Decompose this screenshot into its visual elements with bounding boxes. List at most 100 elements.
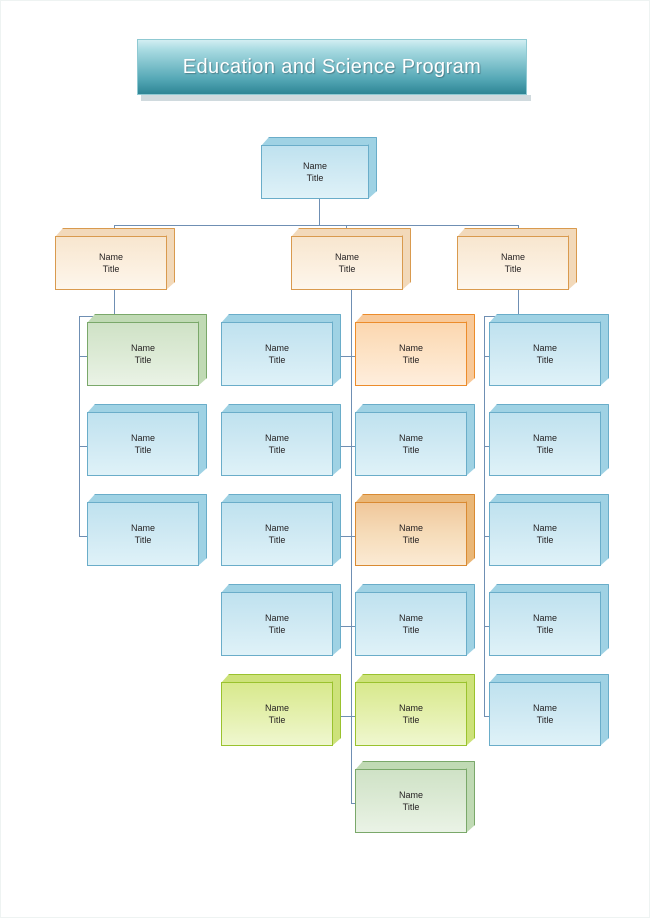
org-node-col3-row1[interactable]: Name Title [355,314,475,386]
node-name: Name [302,161,327,171]
node-front-face: Name Title [221,682,333,746]
node-label: Name Title [533,432,557,456]
node-name: Name [398,613,423,623]
org-node-col3-row2[interactable]: Name Title [355,404,475,476]
org-node-col2-row2[interactable]: Name Title [221,404,341,476]
org-node-col4-row2[interactable]: Name Title [489,404,609,476]
org-node-col1-row3[interactable]: Name Title [87,494,207,566]
node-label: Name Title [399,522,423,546]
node-label: Name Title [399,702,423,726]
org-node-col1-row1[interactable]: Name Title [87,314,207,386]
node-label: Name Title [265,612,289,636]
node-name: Name [532,433,557,443]
org-node-col4-row4[interactable]: Name Title [489,584,609,656]
node-name: Name [264,523,289,533]
connector-col2-stub-5 [339,716,352,717]
node-front-face: Name Title [87,502,199,566]
org-node-level2-2[interactable]: Name Title [291,228,411,290]
node-name: Name [130,523,155,533]
node-side-face [368,137,377,199]
node-title: Title [268,445,286,455]
node-title: Title [504,264,522,274]
node-name: Name [264,613,289,623]
node-label: Name Title [99,251,123,275]
node-front-face: Name Title [221,592,333,656]
node-front-face: Name Title [87,412,199,476]
node-title: Title [536,445,554,455]
org-node-level2-1[interactable]: Name Title [55,228,175,290]
node-side-face [466,404,475,476]
node-label: Name Title [265,522,289,546]
node-label: Name Title [399,432,423,456]
org-node-col4-row3[interactable]: Name Title [489,494,609,566]
node-front-face: Name Title [291,236,403,290]
node-front-face: Name Title [489,682,601,746]
node-front-face: Name Title [221,412,333,476]
node-side-face [600,314,609,386]
node-title: Title [306,173,324,183]
org-node-col2-row1[interactable]: Name Title [221,314,341,386]
node-title: Title [402,445,420,455]
node-name: Name [398,343,423,353]
connector-col1-stub-2 [79,446,91,447]
node-front-face: Name Title [355,682,467,746]
node-title: Title [402,802,420,812]
node-title: Title [402,715,420,725]
node-side-face [332,584,341,656]
node-side-face [600,584,609,656]
org-node-col2-row3[interactable]: Name Title [221,494,341,566]
node-label: Name Title [399,612,423,636]
node-side-face [402,228,411,290]
org-node-col3-row5[interactable]: Name Title [355,674,475,746]
node-side-face [332,674,341,746]
node-label: Name Title [335,251,359,275]
node-title: Title [268,535,286,545]
node-side-face [332,314,341,386]
org-node-root[interactable]: Name Title [261,137,377,199]
node-label: Name Title [265,342,289,366]
node-title: Title [268,715,286,725]
org-node-col3-row4[interactable]: Name Title [355,584,475,656]
org-node-col3-row3[interactable]: Name Title [355,494,475,566]
connector-col2-stub-4 [339,626,352,627]
node-name: Name [130,433,155,443]
node-front-face: Name Title [489,592,601,656]
node-title: Title [402,355,420,365]
node-front-face: Name Title [355,322,467,386]
node-title: Title [134,535,152,545]
org-node-col4-row5[interactable]: Name Title [489,674,609,746]
node-title: Title [536,355,554,365]
node-side-face [198,314,207,386]
node-title: Title [536,535,554,545]
node-label: Name Title [131,342,155,366]
node-label: Name Title [399,342,423,366]
org-node-col2-row5[interactable]: Name Title [221,674,341,746]
node-label: Name Title [399,789,423,813]
node-label: Name Title [131,432,155,456]
node-name: Name [264,433,289,443]
node-side-face [466,494,475,566]
org-node-col2-row4[interactable]: Name Title [221,584,341,656]
org-node-col4-row1[interactable]: Name Title [489,314,609,386]
node-label: Name Title [533,612,557,636]
connector-root-stem [319,198,320,226]
connector-col1-stub-1 [79,356,91,357]
org-node-col3-row6[interactable]: Name Title [355,761,475,833]
connector-col2-stub-1 [339,356,352,357]
node-label: Name Title [533,702,557,726]
node-title: Title [102,264,120,274]
org-node-level2-3[interactable]: Name Title [457,228,577,290]
node-name: Name [98,252,123,262]
node-name: Name [532,613,557,623]
org-node-col1-row2[interactable]: Name Title [87,404,207,476]
node-title: Title [402,535,420,545]
node-side-face [466,314,475,386]
node-front-face: Name Title [355,769,467,833]
connector-col4-drop [518,289,519,317]
node-front-face: Name Title [489,502,601,566]
node-name: Name [398,790,423,800]
node-label: Name Title [533,342,557,366]
node-front-face: Name Title [355,592,467,656]
node-label: Name Title [303,160,327,184]
